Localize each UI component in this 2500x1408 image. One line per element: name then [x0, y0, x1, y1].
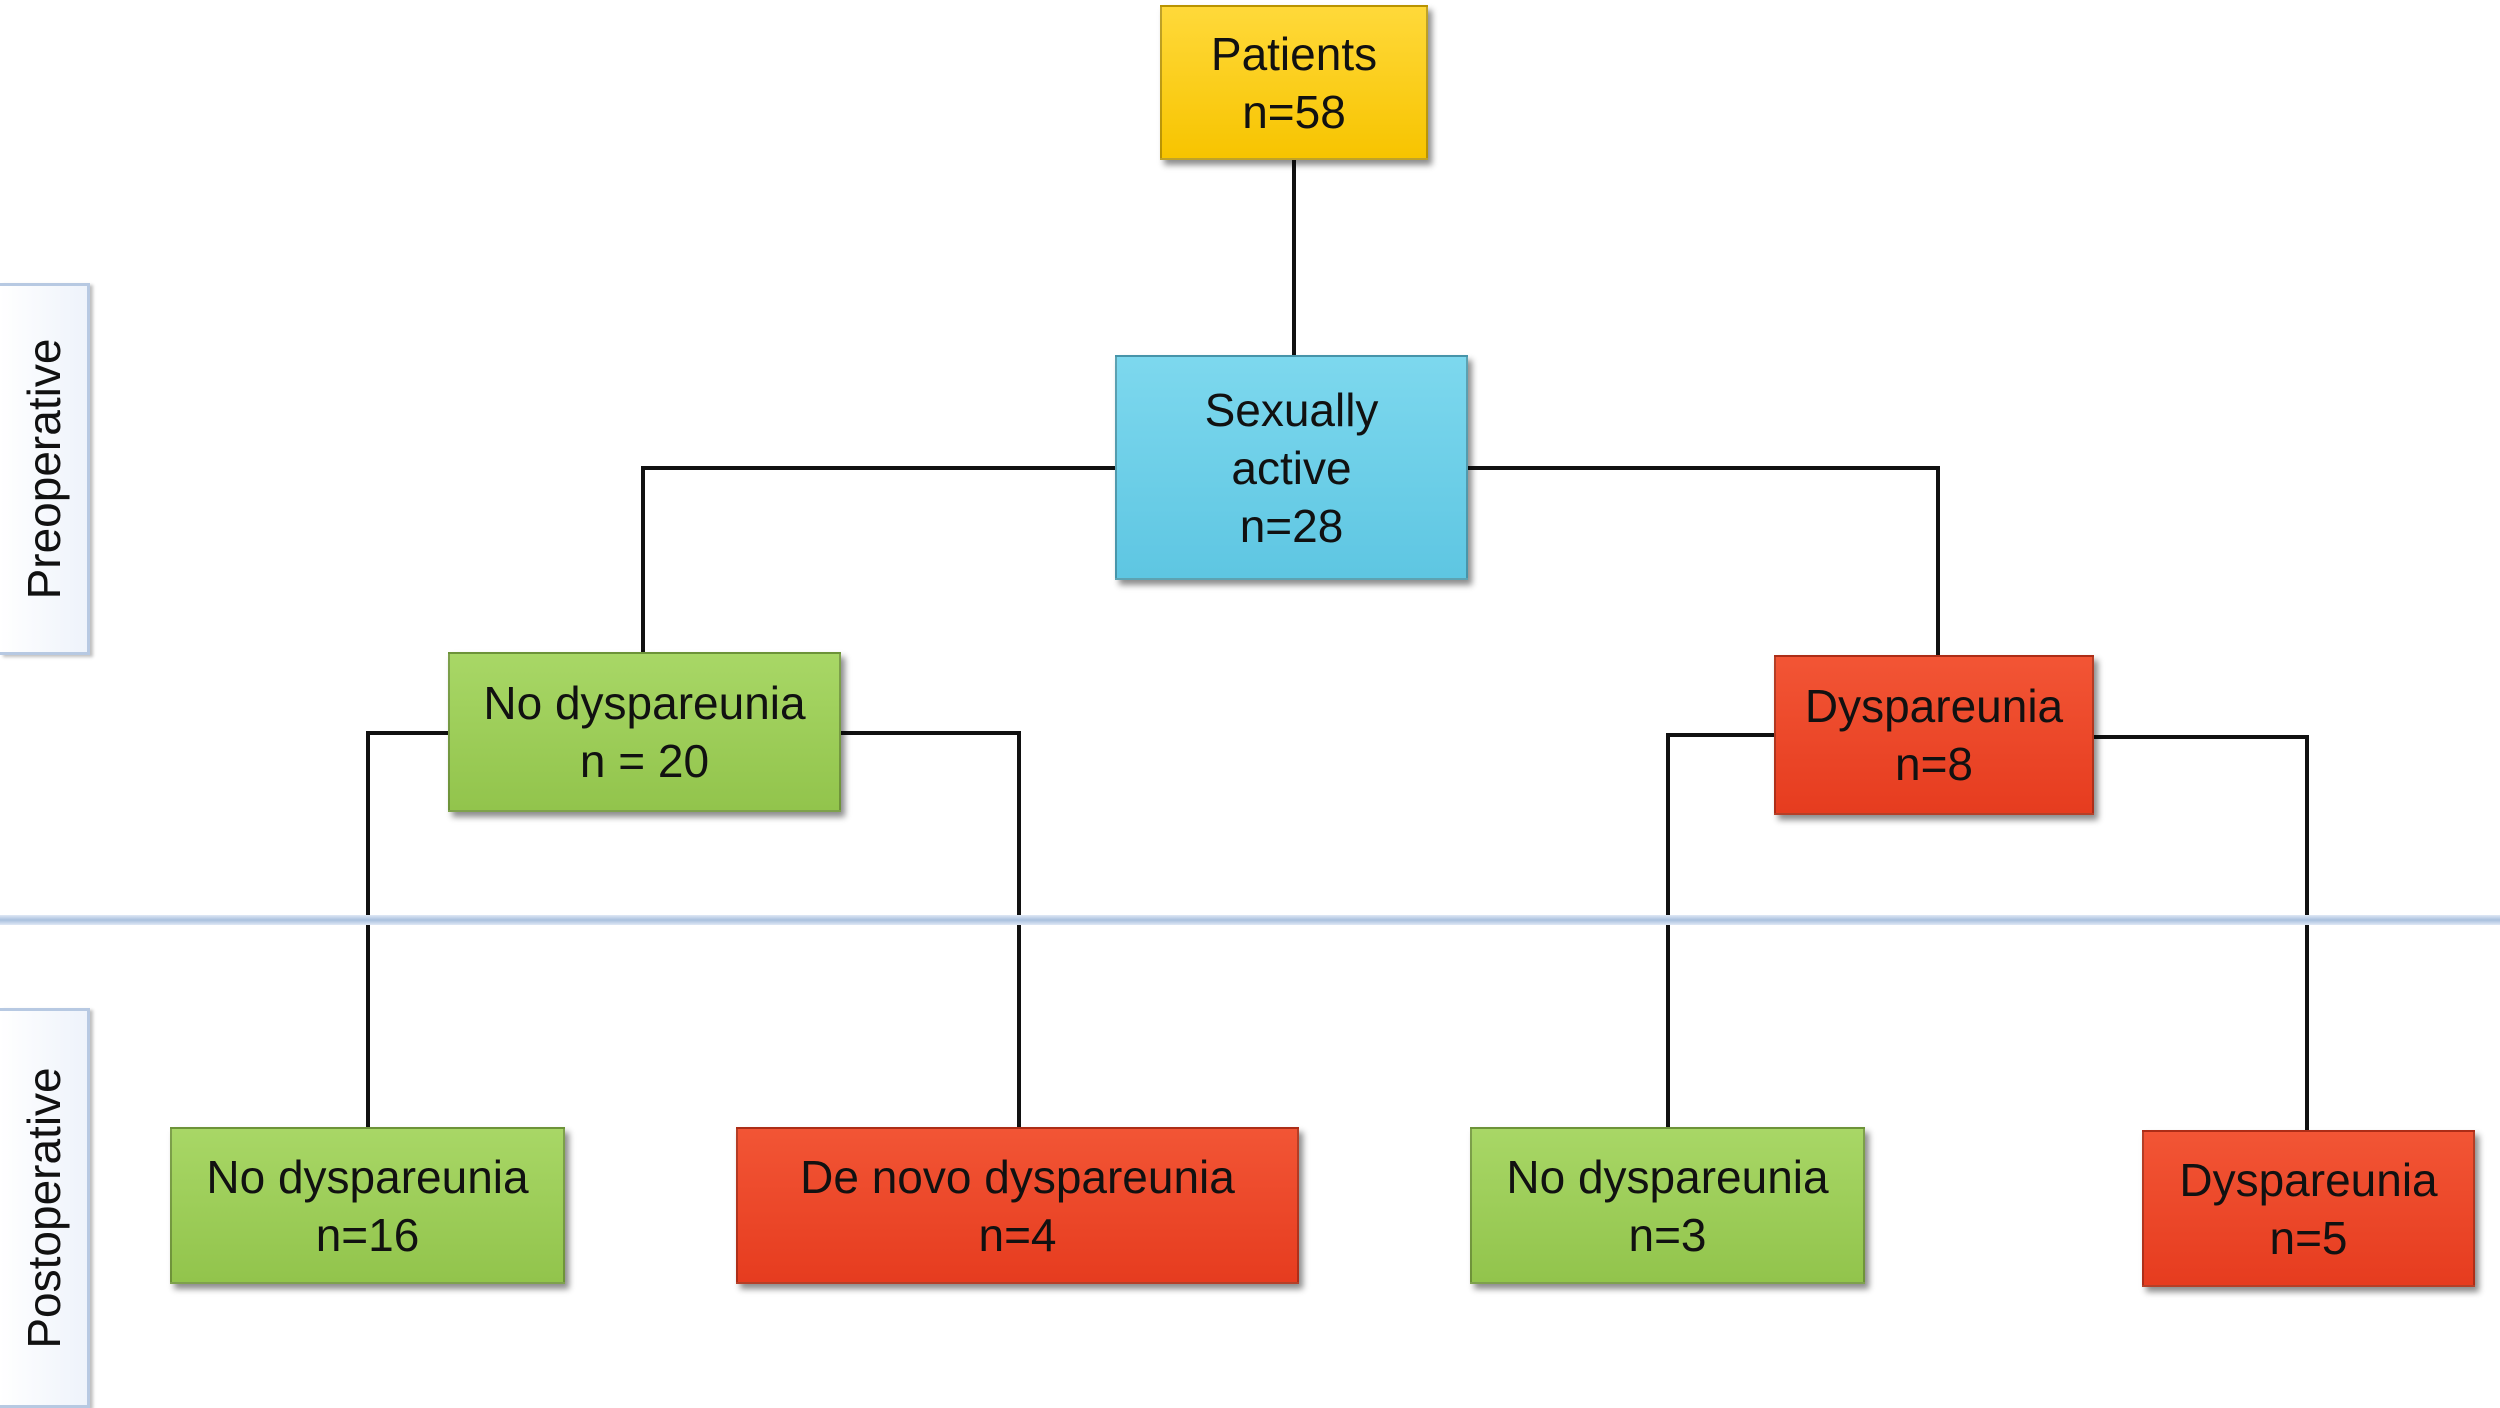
post-dyspareunia-count: n=5 [2269, 1211, 2348, 1264]
postoperative-tab: Postoperative [0, 1008, 90, 1408]
post-no-dyspareunia-2-title: No dyspareunia [1506, 1150, 1829, 1203]
post-no-dyspareunia-node-1: No dyspareunia n=16 [170, 1127, 565, 1284]
patients-count: n=58 [1242, 85, 1346, 138]
patients-node: Patients n=58 [1160, 5, 1428, 160]
phase-divider [0, 915, 2500, 925]
pre-dyspareunia-count: n=8 [1894, 738, 1974, 790]
connector-no-dys-to-de-novo [841, 731, 1021, 1127]
post-no-dyspareunia-node-2: No dyspareunia n=3 [1470, 1127, 1865, 1284]
post-no-dyspareunia-2-count: n=3 [1628, 1208, 1707, 1261]
pre-no-dyspareunia-title: No dyspareunia [483, 677, 806, 729]
sexually-active-title-1: Sexually [1204, 383, 1379, 436]
connector-no-dys-to-post-no-dys [366, 731, 448, 1127]
postoperative-label: Postoperative [17, 1067, 70, 1349]
post-no-dyspareunia-1-count: n=16 [315, 1208, 420, 1261]
pre-dyspareunia-title: Dyspareunia [1804, 680, 2064, 732]
post-de-novo-dyspareunia-node: De novo dyspareunia n=4 [736, 1127, 1299, 1284]
post-no-dyspareunia-1-title: No dyspareunia [206, 1150, 529, 1203]
connector-dys-to-post-dys [2094, 735, 2309, 1130]
pre-dyspareunia-node: Dyspareunia n=8 [1774, 655, 2094, 815]
sexually-active-title-2: active [1231, 441, 1352, 494]
connector-active-to-no-dys [641, 466, 1115, 652]
post-de-novo-count: n=4 [978, 1208, 1057, 1261]
pre-no-dyspareunia-node: No dyspareunia n = 20 [448, 652, 841, 812]
post-de-novo-title: De novo dyspareunia [800, 1150, 1235, 1203]
preoperative-tab: Preoperative [0, 283, 90, 655]
pre-no-dyspareunia-count: n = 20 [579, 735, 710, 787]
post-dyspareunia-title: Dyspareunia [2179, 1153, 2438, 1206]
preoperative-label: Preoperative [17, 338, 70, 600]
connector-dys-to-post-no-dys [1666, 733, 1774, 1127]
connector-active-to-dys [1468, 466, 1940, 655]
sexually-active-node: Sexually active n=28 [1115, 355, 1468, 580]
post-dyspareunia-node: Dyspareunia n=5 [2142, 1130, 2475, 1287]
sexually-active-count: n=28 [1239, 499, 1344, 552]
patients-title: Patients [1210, 27, 1378, 80]
